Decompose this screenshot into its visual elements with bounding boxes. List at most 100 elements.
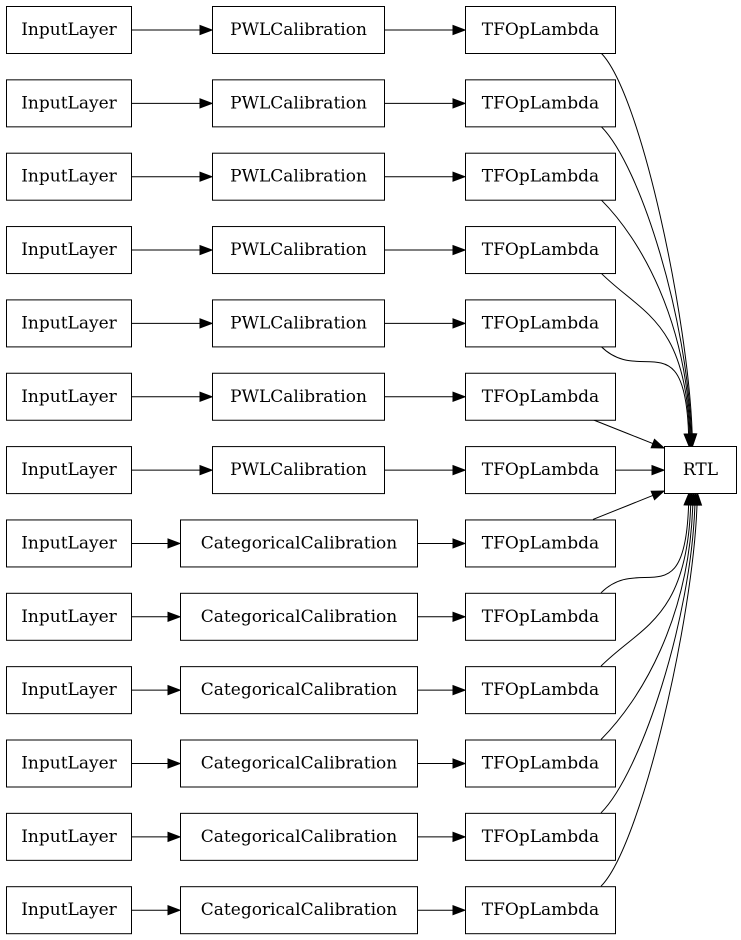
tfoplambda-node-11: TFOpLambda	[465, 812, 616, 861]
tfoplambda-node-4-box	[465, 299, 616, 348]
tfoplambda-node-10-box	[465, 739, 616, 788]
input-layer-node-5-label: InputLayer	[21, 387, 117, 407]
input-layer-node-2-box	[6, 152, 132, 201]
tfoplambda-node-2: TFOpLambda	[465, 152, 616, 201]
input-layer-node-0-label: InputLayer	[21, 20, 117, 40]
tfoplambda-node-11-box	[465, 812, 616, 861]
input-layer-node-2-label: InputLayer	[21, 167, 117, 187]
input-layer-node-3-label: InputLayer	[21, 240, 117, 260]
calibration-node-7-box	[180, 519, 418, 568]
input-layer-node-7-box	[6, 519, 132, 568]
calibration-node-1-label: PWLCalibration	[230, 93, 367, 113]
tfoplambda-node-1-label: TFOpLambda	[482, 93, 599, 113]
edge-op-to-rtl-5	[592, 419, 654, 445]
calibration-node-6-label: PWLCalibration	[230, 460, 367, 480]
calibration-node-1-box	[212, 79, 385, 128]
edge-calibration-to-op-9-arrowhead	[452, 684, 467, 696]
input-layer-node-8-box	[6, 592, 132, 641]
edge-op-to-rtl-1	[600, 125, 692, 435]
tfoplambda-node-5-box	[465, 372, 616, 421]
input-layer-node-5-box	[6, 372, 132, 421]
calibration-node-3-label: PWLCalibration	[230, 240, 367, 260]
input-layer-node-1-box	[6, 79, 132, 128]
rtl-node-box	[664, 446, 737, 494]
calibration-node-6-box	[212, 446, 385, 495]
edge-op-to-rtl-4-arrowhead	[683, 433, 694, 448]
edge-op-to-rtl-7-arrowhead	[650, 490, 666, 501]
edge-input-to-calibration-9-arrowhead	[167, 684, 182, 696]
edge-op-to-rtl-5-arrowhead	[650, 438, 666, 449]
input-layer-node-9: InputLayer	[6, 666, 132, 715]
input-layer-node-9-label: InputLayer	[21, 680, 117, 700]
tfoplambda-node-8-label: TFOpLambda	[482, 607, 599, 627]
calibration-node-8: CategoricalCalibration	[180, 592, 418, 641]
tfoplambda-node-3-label: TFOpLambda	[482, 240, 599, 260]
tfoplambda-node-7: TFOpLambda	[465, 519, 616, 568]
edge-op-to-rtl-12-arrowhead	[691, 491, 703, 506]
input-layer-node-12-box	[6, 886, 132, 935]
calibration-node-11-box	[180, 812, 418, 861]
input-layer-node-8: InputLayer	[6, 592, 132, 641]
input-layer-node-11-label: InputLayer	[21, 827, 117, 847]
edge-calibration-to-op-7-arrowhead	[452, 538, 467, 549]
calibration-node-4-label: PWLCalibration	[230, 313, 367, 333]
edge-calibration-to-op-3-arrowhead	[452, 244, 467, 256]
input-layer-node-6-label: InputLayer	[21, 460, 117, 480]
tfoplambda-node-4-label: TFOpLambda	[482, 313, 599, 333]
calibration-node-3: PWLCalibration	[212, 226, 385, 275]
edge-op-to-rtl-6-arrowhead	[651, 464, 666, 476]
edge-op-to-rtl-9	[600, 504, 692, 667]
tfoplambda-node-5: TFOpLambda	[465, 372, 616, 421]
tfoplambda-node-6: TFOpLambda	[465, 446, 616, 495]
edge-op-to-rtl-4	[600, 346, 690, 435]
edge-calibration-to-op-12-arrowhead	[452, 904, 467, 916]
rtl-node-label: RTL	[683, 460, 718, 480]
calibration-node-2-label: PWLCalibration	[230, 167, 367, 187]
edge-input-to-calibration-10-arrowhead	[167, 758, 182, 769]
calibration-node-10-label: CategoricalCalibration	[201, 754, 397, 774]
input-layer-node-10-label: InputLayer	[21, 754, 117, 774]
input-layer-node-1-label: InputLayer	[21, 93, 117, 113]
input-layer-node-0-box	[6, 6, 132, 54]
input-layer-node-4-label: InputLayer	[21, 313, 117, 333]
tfoplambda-node-7-box	[465, 519, 616, 568]
input-layer-node-4: InputLayer	[6, 299, 132, 348]
calibration-node-8-box	[180, 592, 418, 641]
input-layer-node-9-box	[6, 666, 132, 715]
edge-input-to-calibration-5-arrowhead	[199, 391, 214, 402]
edge-input-to-calibration-0-arrowhead	[199, 24, 214, 36]
edge-op-to-rtl-11	[600, 504, 696, 814]
input-layer-node-8-label: InputLayer	[21, 607, 117, 627]
tfoplambda-node-7-label: TFOpLambda	[482, 533, 599, 553]
edge-op-to-rtl-10	[600, 504, 694, 740]
tfoplambda-node-0: TFOpLambda	[465, 6, 616, 54]
input-layer-node-1: InputLayer	[6, 79, 132, 128]
edge-calibration-to-op-4-arrowhead	[452, 318, 467, 329]
calibration-node-2: PWLCalibration	[212, 152, 385, 201]
edge-op-to-rtl-2	[600, 199, 691, 435]
edge-calibration-to-op-6-arrowhead	[452, 464, 467, 476]
calibration-node-12-label: CategoricalCalibration	[201, 900, 397, 920]
edge-calibration-to-op-2-arrowhead	[452, 171, 467, 182]
calibration-node-11-label: CategoricalCalibration	[201, 827, 397, 847]
input-layer-node-10-box	[6, 739, 132, 788]
input-layer-node-10: InputLayer	[6, 739, 132, 788]
input-layer-node-6: InputLayer	[6, 446, 132, 495]
tfoplambda-node-2-label: TFOpLambda	[482, 167, 599, 187]
tfoplambda-node-12-label: TFOpLambda	[482, 900, 599, 920]
input-layer-node-2: InputLayer	[6, 152, 132, 201]
calibration-node-9: CategoricalCalibration	[180, 666, 418, 715]
input-layer-node-7-label: InputLayer	[21, 533, 117, 553]
edge-op-to-rtl-3	[600, 272, 690, 435]
calibration-node-5-label: PWLCalibration	[230, 387, 367, 407]
calibration-node-9-box	[180, 666, 418, 715]
edge-op-to-rtl-7	[592, 495, 654, 520]
input-layer-node-7: InputLayer	[6, 519, 132, 568]
edge-calibration-to-op-5-arrowhead	[452, 391, 467, 402]
edge-input-to-calibration-8-arrowhead	[167, 611, 182, 623]
edge-input-to-calibration-12-arrowhead	[167, 904, 182, 916]
input-layer-node-3: InputLayer	[6, 226, 132, 275]
input-layer-node-12-label: InputLayer	[21, 900, 117, 920]
edge-input-to-calibration-7-arrowhead	[167, 538, 182, 549]
tfoplambda-node-11-label: TFOpLambda	[482, 827, 599, 847]
